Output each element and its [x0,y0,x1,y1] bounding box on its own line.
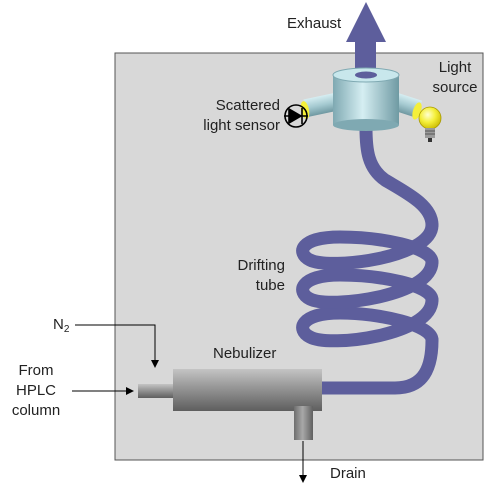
exhaust-label: Exhaust [287,15,342,32]
from-hplc-label: From HPLC column [2,361,70,421]
photodiode-icon [284,104,308,128]
light-source-line-1: Light [438,59,472,76]
nebulizer-label: Nebulizer [213,345,277,362]
nitrogen-symbol: N [53,316,64,333]
scattered-light-sensor-label: Scattered light sensor [180,96,280,136]
nitrogen-subscript: 2 [63,324,70,335]
from-hplc-line-1: From [18,362,54,379]
nitrogen-inlet-arrow [75,324,159,368]
from-hplc-line-2: HPLC [15,382,56,399]
drifting-tube-label: Drifting tube [205,256,285,296]
sensor-line-1: Scattered [215,97,280,114]
nebulizer [138,369,322,440]
from-hplc-line-3: column [11,402,61,419]
drifting-tube-line-1: Drifting [237,257,285,274]
light-source-label: Light source [425,58,485,98]
drifting-tube [296,121,439,395]
drifting-tube-line-2: tube [255,277,285,294]
scattering-chamber [300,67,423,131]
nitrogen-label: N2 [53,315,69,340]
light-source-line-2: source [432,79,478,96]
sensor-line-2: light sensor [203,117,280,134]
light-bulb-icon [418,106,442,142]
drain-label: Drain [330,465,366,482]
